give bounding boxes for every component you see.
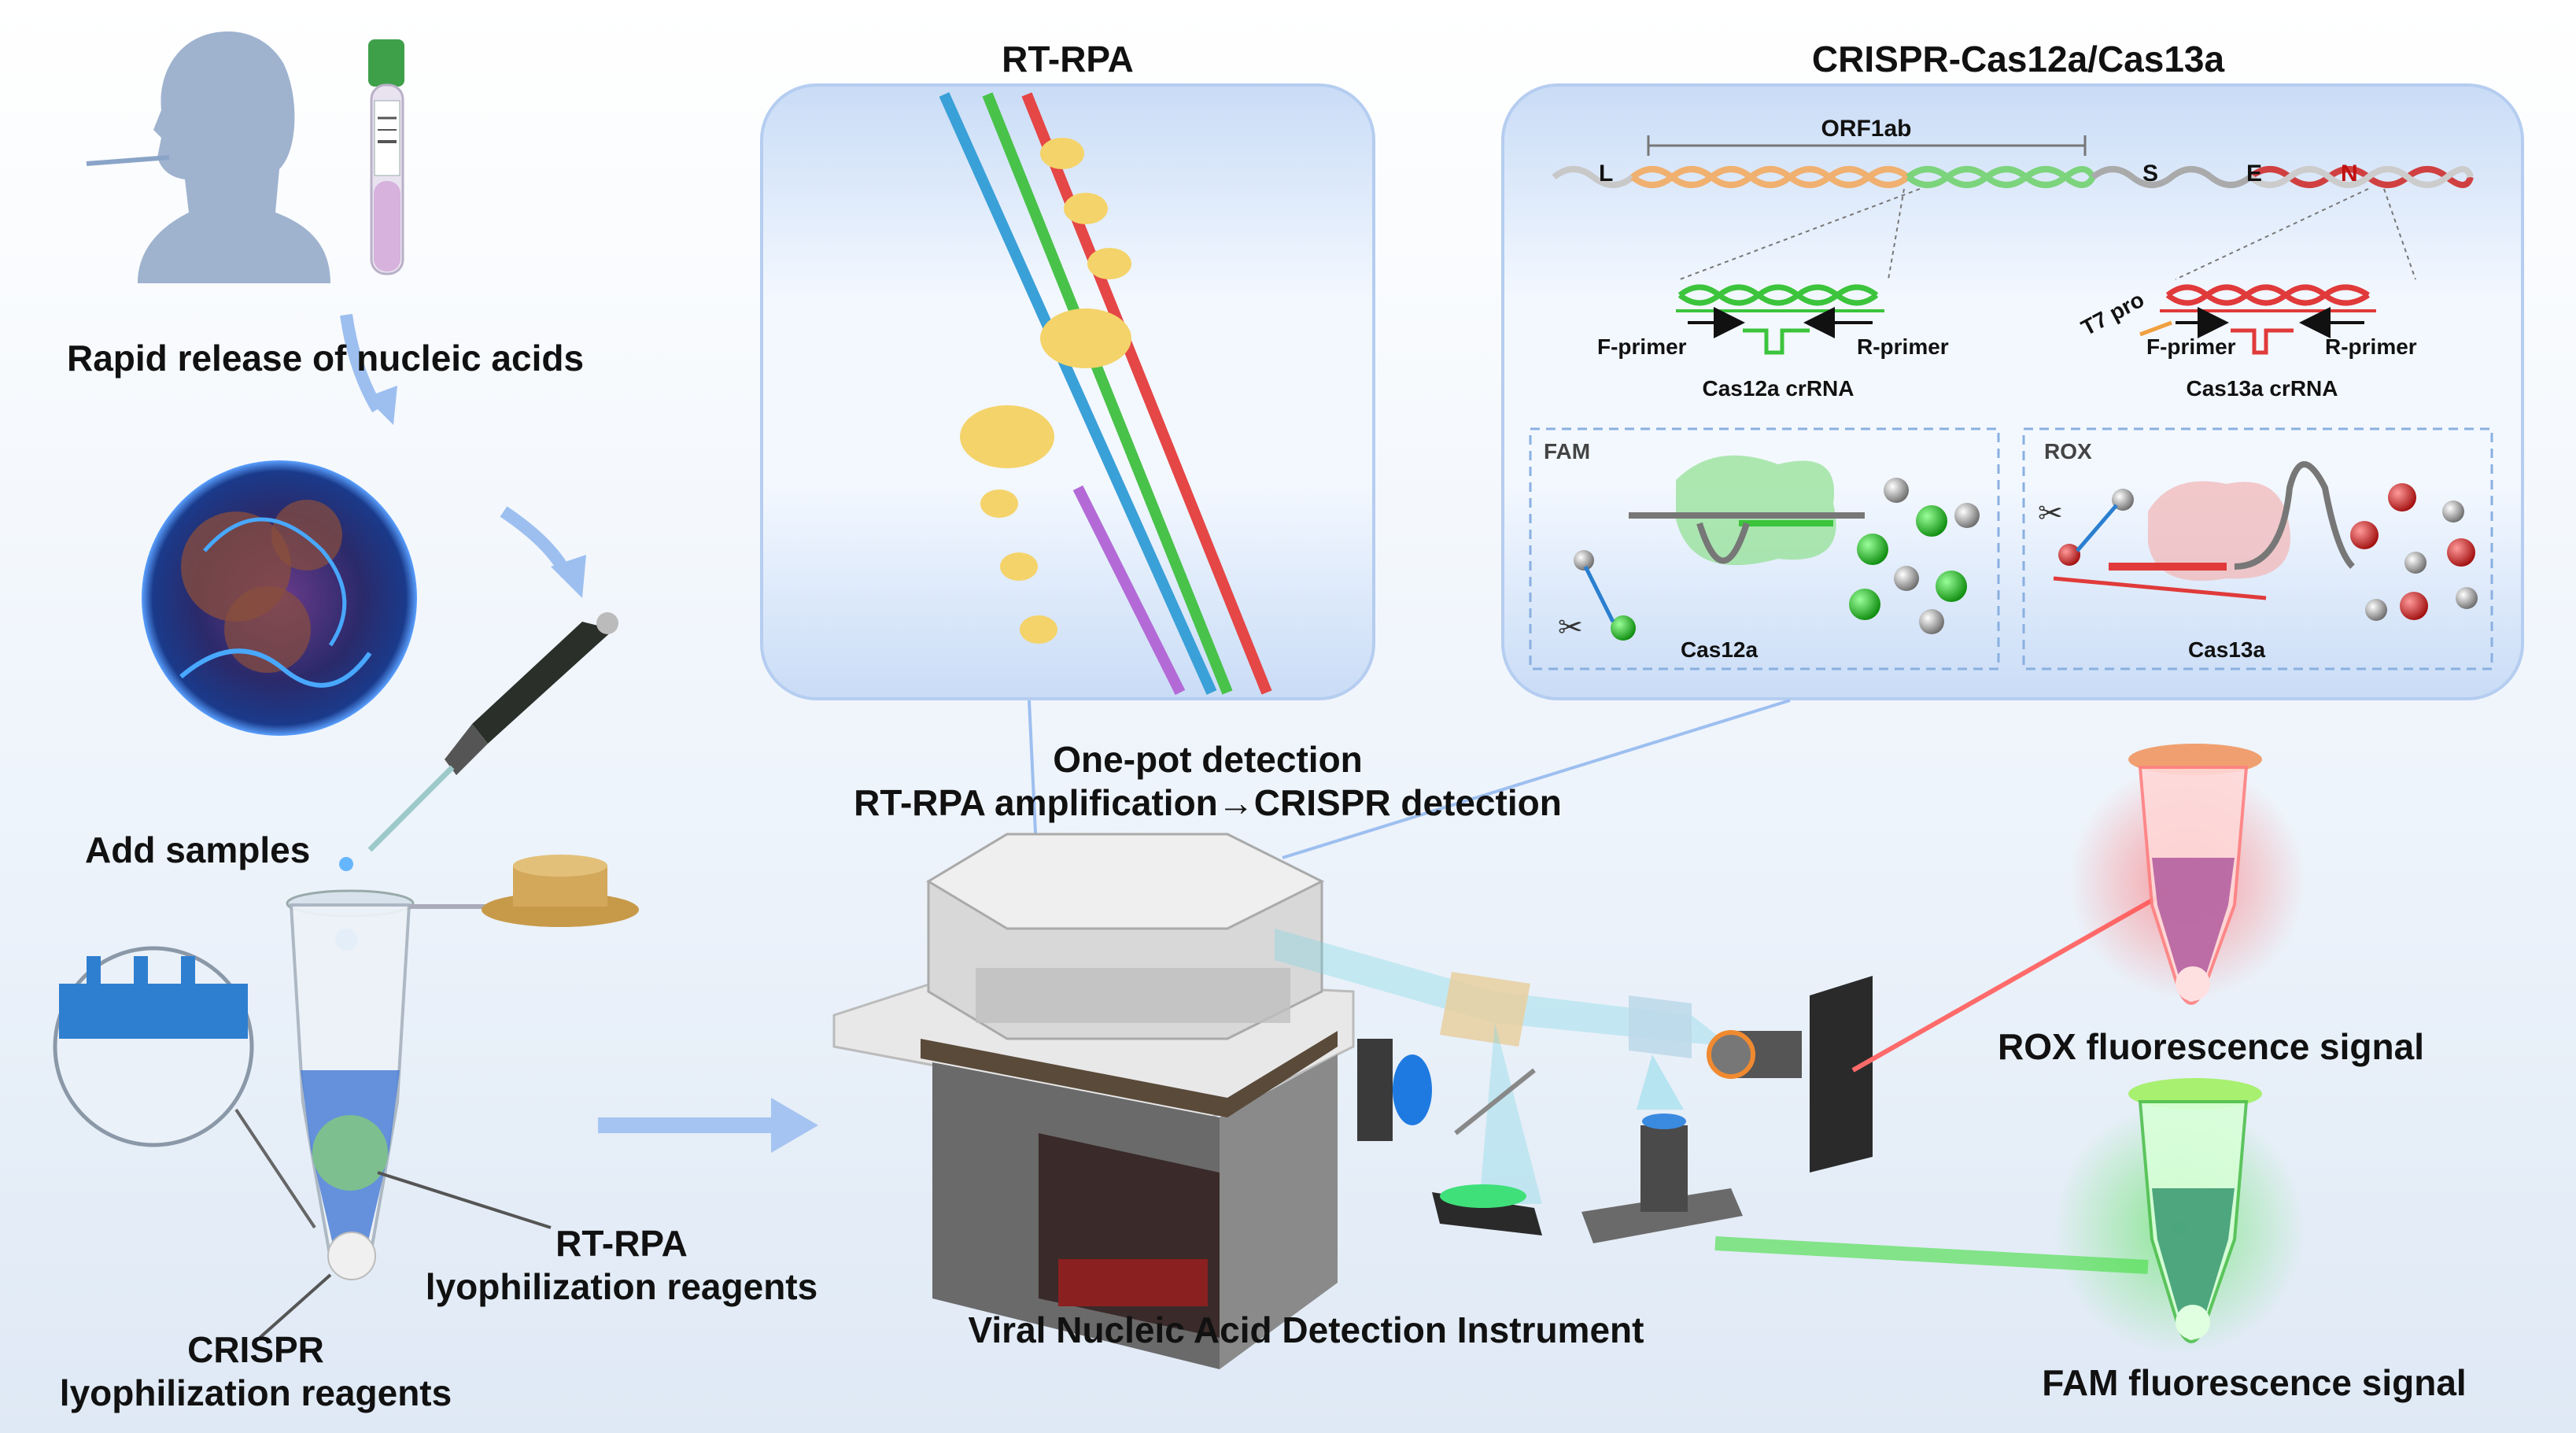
dna-strands bbox=[939, 92, 1272, 696]
rt-rpa-panel-bg bbox=[760, 83, 1375, 700]
optical-path bbox=[1275, 929, 1873, 1243]
cas13a-fprimer-label: F-primer bbox=[2146, 334, 2236, 359]
human-head-icon bbox=[138, 31, 330, 283]
rox-tube-icon bbox=[2069, 744, 2305, 1005]
rt-rpa-leader-line bbox=[377, 1171, 552, 1229]
orf1ab-label: ORF1ab bbox=[1821, 116, 1912, 142]
fam-tube-icon bbox=[2054, 1078, 2305, 1354]
flow-arrow-1-head bbox=[366, 386, 397, 425]
cas12a-rprimer-label: R-primer bbox=[1857, 334, 1949, 359]
fam-signal-label: FAM fluorescence signal bbox=[2042, 1362, 2467, 1403]
gene-e-label: E bbox=[2246, 161, 2263, 187]
rox-signal-label: ROX fluorescence signal bbox=[1998, 1026, 2424, 1067]
rox-reporter-balls bbox=[2350, 483, 2478, 621]
nucleic-acid-sphere bbox=[142, 460, 417, 736]
reaction-tube-icon bbox=[286, 855, 639, 1280]
rapid-release-label: Rapid release of nucleic acids bbox=[67, 338, 585, 379]
swab-icon bbox=[86, 155, 170, 166]
scissors-icon-2: ✂ bbox=[2038, 496, 2063, 530]
instrument-label: Viral Nucleic Acid Detection Instrument bbox=[968, 1309, 1644, 1350]
crispr-connector bbox=[1282, 699, 1791, 859]
scissors-icon: ✂ bbox=[1558, 610, 1583, 644]
rt-rpa-reagents-label-line2: lyophilization reagents bbox=[425, 1266, 818, 1307]
cas13a-rprimer-label: R-primer bbox=[2325, 334, 2417, 359]
sample-tube-icon bbox=[368, 39, 404, 275]
gene-n-label: N bbox=[2341, 161, 2358, 187]
crispr-reagents-label-line1: CRISPR bbox=[187, 1329, 324, 1370]
rox-box bbox=[2022, 427, 2493, 670]
crispr-reagents-label-line2: lyophilization reagents bbox=[59, 1372, 452, 1413]
cas13a-amplicon bbox=[2139, 284, 2376, 355]
crispr-leader-line bbox=[258, 1273, 332, 1339]
detection-instrument bbox=[832, 833, 1355, 1369]
magnified-cap-inset bbox=[53, 946, 316, 1229]
cas13a-name-label: Cas13a bbox=[2187, 637, 2266, 662]
cas12a-fprimer-label: F-primer bbox=[1597, 334, 1687, 359]
cas12a-amplicon bbox=[1676, 284, 1884, 355]
one-pot-label-line1: One-pot detection bbox=[1053, 739, 1363, 780]
gene-l-label: L bbox=[1599, 161, 1614, 187]
rt-rpa-reagents-label-line1: RT-RPA bbox=[555, 1223, 688, 1264]
rox-box-title: ROX bbox=[2044, 439, 2092, 464]
rt-rpa-panel-title: RT-RPA bbox=[1002, 39, 1134, 79]
fam-box bbox=[1529, 427, 2000, 670]
genome-helix bbox=[1552, 166, 2474, 188]
cas13a-crrna-label: Cas13a crRNA bbox=[2186, 376, 2338, 401]
crispr-panel-title: CRISPR-Cas12a/Cas13a bbox=[1811, 39, 2225, 79]
one-pot-label-line2: RT-RPA amplification→CRISPR detection bbox=[854, 782, 1562, 823]
fam-box-title: FAM bbox=[1544, 439, 1591, 464]
cas12a-crrna-label: Cas12a crRNA bbox=[1702, 376, 1854, 401]
cas13a-complex: ✂ bbox=[2038, 461, 2355, 600]
flow-arrow-3 bbox=[598, 1098, 818, 1153]
cas12a-complex: ✂ bbox=[1558, 455, 1865, 644]
fam-reporter-balls bbox=[1849, 478, 1980, 634]
flow-arrow-2-head bbox=[551, 555, 586, 598]
cas12a-name-label: Cas12a bbox=[1680, 637, 1759, 662]
gene-s-label: S bbox=[2142, 161, 2159, 187]
add-samples-label: Add samples bbox=[85, 829, 311, 870]
